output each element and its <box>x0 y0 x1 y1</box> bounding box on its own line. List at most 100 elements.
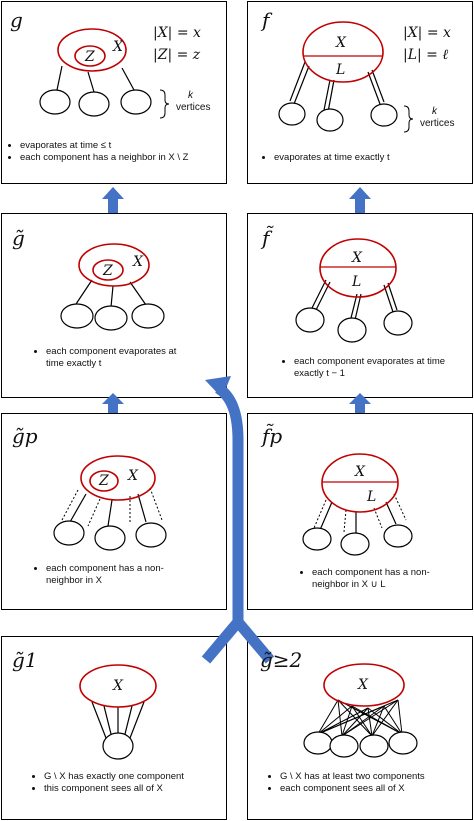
component-node <box>388 731 418 755</box>
set-x-label: X <box>355 464 365 480</box>
component-node <box>278 102 306 126</box>
size-x-equation: |X| = x <box>153 25 201 41</box>
component-node <box>135 522 167 548</box>
panel-f-tilde-diagram <box>295 238 413 343</box>
arrow-ft-to-f <box>349 187 371 213</box>
panel-title: f <box>262 8 270 32</box>
component-node <box>131 303 165 329</box>
component-node <box>383 524 413 548</box>
size-l-equation: |L| = ℓ <box>403 47 449 63</box>
panel-g-bullets: evaporates at time ≤ teach component has… <box>8 140 223 164</box>
component-node <box>302 527 332 551</box>
brace-icon <box>403 105 414 133</box>
component-node <box>120 89 152 115</box>
set-x-l-ellipse <box>302 21 384 83</box>
set-x-label: X <box>133 254 143 270</box>
component-node <box>94 305 128 331</box>
bullet-item: this component sees all of X <box>44 783 227 795</box>
bullet-item: each component has a neighbor in X \ Z <box>20 152 223 164</box>
vertices-label: vertices <box>420 118 455 129</box>
set-l-label: L <box>367 489 377 505</box>
bullet-item: G \ X has exactly one component <box>44 771 227 783</box>
component-node <box>94 525 126 551</box>
panel-g-tilde-1 <box>1 636 227 820</box>
set-x-l-ellipse <box>321 453 399 513</box>
panel-title: f̃p <box>262 424 283 448</box>
bullet-item: each component evaporates at time exactl… <box>46 346 184 370</box>
panel-f-bullets: evaporates at time exactly t <box>262 152 467 164</box>
component-node <box>329 734 359 758</box>
panel-title: g̃1 <box>12 648 38 672</box>
component-node <box>60 303 94 329</box>
panel-f-tilde-bullets: each component evaporates at time exactl… <box>282 356 452 380</box>
set-z-label: Z <box>99 473 109 489</box>
component-node <box>295 307 325 333</box>
panel-title: g̃p <box>12 424 38 448</box>
component-node <box>102 732 134 760</box>
component-node <box>359 734 389 758</box>
panel-g-tilde-p <box>1 413 227 610</box>
set-x-ellipse <box>323 663 405 707</box>
set-z-label: Z <box>103 263 113 279</box>
panel-title: g <box>10 8 23 32</box>
set-z-ellipse <box>89 470 119 492</box>
panel-g <box>1 1 227 184</box>
set-x-ellipse <box>79 664 157 708</box>
set-x-label: X <box>352 250 362 266</box>
panel-title: f̃ <box>262 226 270 250</box>
component-node <box>303 731 333 755</box>
set-x-label: X <box>113 678 123 694</box>
set-x-l-ellipse <box>319 238 397 298</box>
set-l-label: L <box>336 62 346 78</box>
component-node <box>316 108 344 132</box>
component-node <box>39 89 71 115</box>
set-x-label: X <box>128 468 138 484</box>
panel-g-tilde-geq2-diagram <box>303 663 418 758</box>
arrow-fp-to-ft <box>349 393 371 413</box>
k-label: k <box>188 90 193 101</box>
component-node <box>53 520 85 546</box>
arrow-split-and-curve <box>201 376 275 664</box>
set-z-ellipse <box>92 259 124 281</box>
component-node <box>340 532 370 556</box>
bullet-item: G \ X has at least two components <box>280 771 468 783</box>
panel-f-tilde-p-bullets: each component has a non-neighbor in X ∪… <box>300 567 450 591</box>
panel-f-tilde-p-diagram <box>302 453 413 556</box>
set-x-label: X <box>358 677 368 693</box>
panel-g-tilde-1-bullets: G \ X has exactly one componentthis comp… <box>32 771 227 795</box>
bullet-item: evaporates at time ≤ t <box>20 140 223 152</box>
set-z-label: Z <box>85 49 95 65</box>
bullet-item: each component sees all of X <box>280 783 468 795</box>
brace-icon <box>159 89 170 119</box>
component-node <box>78 91 110 117</box>
panel-title: g̃ <box>12 226 25 250</box>
component-node <box>370 103 398 127</box>
panel-title: g̃≥2 <box>260 648 303 672</box>
panel-f <box>247 1 473 184</box>
panel-g-tilde-diagram <box>60 243 165 331</box>
panel-f-tilde <box>247 213 473 398</box>
bullet-item: each component has a non-neighbor in X <box>46 563 174 587</box>
vertices-label: vertices <box>176 102 211 113</box>
panel-g-tilde-p-diagram <box>53 455 167 551</box>
panel-g-tilde-geq2 <box>247 636 473 820</box>
panel-g-tilde-1-diagram <box>79 664 157 760</box>
arrow-gp-to-gt <box>102 393 124 413</box>
set-l-label: L <box>352 274 362 290</box>
bullet-item: evaporates at time exactly t <box>274 152 467 164</box>
bullet-item: each component evaporates at time exactl… <box>294 356 452 380</box>
panel-g-tilde-p-bullets: each component has a non-neighbor in X <box>34 563 174 587</box>
size-x-equation: |X| = x <box>403 25 451 41</box>
bullet-item: each component has a non-neighbor in X ∪… <box>312 567 450 591</box>
panel-f-diagram <box>278 21 414 133</box>
component-node <box>383 310 413 336</box>
panel-g-diagram <box>39 28 170 119</box>
set-z-ellipse <box>74 45 106 67</box>
arrow-gt-to-g <box>102 187 124 213</box>
size-z-equation: |Z| = z <box>153 47 201 63</box>
panel-g-tilde-bullets: each component evaporates at time exactl… <box>34 346 184 370</box>
component-node <box>337 317 367 343</box>
panel-g-tilde-geq2-bullets: G \ X has at least two componentseach co… <box>268 771 468 795</box>
set-x-label: X <box>113 39 123 55</box>
